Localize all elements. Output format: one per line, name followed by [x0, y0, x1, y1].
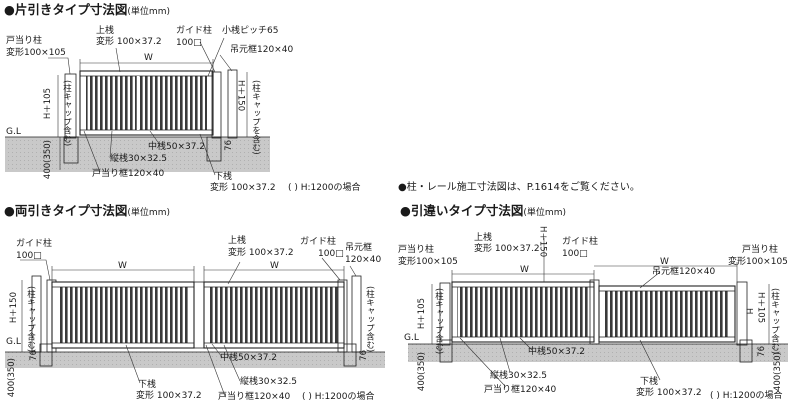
- guide-post-label: ガイド柱: [16, 239, 53, 249]
- ground: [5, 352, 385, 368]
- mid-rail-label: 中桟50×37.2: [148, 142, 206, 152]
- cap-note-r: (柱キャップ含む): [769, 288, 780, 355]
- single-title: ●片引きタイプ寸法図(単位mm): [4, 2, 170, 17]
- depth-dim: 400(350): [7, 358, 17, 398]
- width-dim: W: [144, 53, 153, 63]
- depth-dim: 400(350): [417, 352, 427, 392]
- guide-post-size: 100□: [16, 251, 42, 261]
- top-rail-size: 変形 100×37.2: [96, 37, 162, 47]
- cap-note: (柱キャップ含む): [25, 286, 36, 353]
- stop-frame-label: 戸当り框120×40: [484, 385, 557, 395]
- stop-post-left: [439, 282, 451, 346]
- stop-post-size: 変形100×105: [398, 257, 458, 267]
- stop-post-size: 変形100×105: [6, 48, 66, 58]
- hanging-post: [227, 69, 238, 139]
- bottom-rail-label: 下桟: [138, 380, 157, 390]
- d76-dim-r: 76: [359, 350, 369, 361]
- bottom-rail-size: 変形 100×37.2: [136, 391, 202, 401]
- vert-bar-label: 縦桟30×32.5: [110, 154, 168, 164]
- stop-post-label-r: 戸当り柱: [742, 245, 779, 255]
- stop-frame-label: 戸当り框120×40: [218, 392, 291, 402]
- top-rail-size: 変形 100×37.2: [228, 248, 294, 258]
- vert-bar-label: 縦桟30×32.5: [240, 377, 298, 387]
- guide-post-label-r: ガイド柱: [300, 237, 337, 247]
- width-dim-left: W: [118, 261, 127, 271]
- width-dim-left: W: [520, 265, 529, 275]
- note-h1200: ( ) H:1200の場合: [288, 183, 361, 193]
- gl-label: G.L: [404, 333, 419, 343]
- guide-post-right: [337, 279, 348, 353]
- bottom-rail-size: 変形 100×37.2: [636, 388, 702, 398]
- foundation: [439, 339, 453, 363]
- gl-label: G.L: [6, 127, 21, 137]
- hanging-frame-label: 吊元框: [345, 243, 373, 253]
- h105-dim: H＋105: [43, 88, 53, 120]
- guide-post: [211, 71, 222, 139]
- foundation: [343, 343, 357, 367]
- cap-note-r: (柱キャップを含む): [250, 80, 261, 155]
- guide-post-size: 100□: [562, 249, 588, 259]
- ground: [408, 344, 788, 362]
- cap-note-r: (柱キャップ含む): [364, 286, 375, 353]
- bottom-rail-label: 下桟: [640, 377, 659, 387]
- depth-dim-r: 400(350): [773, 352, 783, 392]
- hanging-frame-size: 120×40: [345, 255, 382, 265]
- width-dim-right: W: [270, 261, 279, 271]
- top-rail-label: 上桟: [228, 236, 247, 246]
- guide-post-label: ガイド柱: [176, 26, 213, 36]
- hanging-frame-label: 吊元框120×40: [230, 45, 294, 55]
- bi-title: ●引違いタイプ寸法図(単位mm): [400, 203, 566, 218]
- top-rail-label: 上桟: [96, 26, 115, 36]
- guide-post-label: ガイド柱: [562, 237, 599, 247]
- ground: [5, 137, 270, 172]
- h150-dim: H＋150: [9, 292, 19, 324]
- mid-rail-label: 中桟50×37.2: [220, 353, 278, 363]
- h105-dim: H＋105: [417, 298, 427, 330]
- hanging-frame-label: 吊元框120×40: [652, 267, 716, 277]
- single-gate-drawing: [5, 37, 270, 176]
- stop-post-size-r: 変形100×105: [728, 257, 788, 267]
- double-gate-drawing: [5, 257, 385, 397]
- stop-frame-label: 戸当り框120×40: [92, 169, 165, 179]
- foundation: [63, 136, 79, 164]
- guide-post-size-r: 100□: [318, 249, 344, 259]
- stop-post-label: 戸当り柱: [398, 245, 435, 255]
- hanging-post-right: [351, 275, 362, 353]
- d76-dim: 76: [224, 140, 234, 151]
- width-dim-right: W: [660, 257, 669, 267]
- stop-post-label: 戸当り柱: [6, 36, 43, 46]
- top-rail-size: 変形 100×37.2: [474, 244, 540, 254]
- gl-label: G.L: [6, 337, 21, 347]
- foundation: [39, 343, 53, 367]
- h105r-dim: H＋105: [755, 292, 766, 324]
- note-h1200: ( ) H:1200の場合: [302, 392, 375, 402]
- cap-note: (柱キャップ含む): [61, 80, 72, 147]
- guide-post-size: 100□: [176, 38, 202, 48]
- foundation: [739, 339, 753, 363]
- double-title: ●両引きタイプ寸法図(単位mm): [4, 203, 170, 218]
- depth-dim: 400(350): [43, 140, 53, 180]
- hanging-post-left: [31, 275, 42, 353]
- bottom-rail-size: 変形 100×37.2: [210, 183, 276, 193]
- d76-dim: 76: [29, 350, 39, 361]
- mid-rail-label: 中桟50×37.2: [528, 347, 586, 357]
- rail-reference-note: ●柱・レール施工寸法図は、P.1614をご覧ください。: [398, 182, 640, 193]
- d76-dim: 76: [757, 346, 767, 357]
- top-rail-label: 上桟: [474, 233, 493, 243]
- note-h1200: ( ) H:1200の場合: [710, 391, 783, 401]
- stop-post-right: [736, 281, 748, 346]
- h-dim: H: [743, 308, 754, 315]
- h150-dim: H＋150: [235, 80, 246, 112]
- pitch-label: 小桟ピッチ65: [222, 26, 279, 36]
- vertical-bars: [86, 76, 207, 130]
- h150-dim: H＋150: [537, 226, 548, 258]
- bottom-rail-label: 下桟: [214, 172, 233, 182]
- foundation: [206, 136, 222, 162]
- vert-bar-label: 縦桟30×32.5: [490, 371, 548, 381]
- bi-gate-drawing: [408, 238, 788, 387]
- cap-note: (柱キャップ含む): [433, 288, 444, 355]
- stop-post: [64, 73, 77, 139]
